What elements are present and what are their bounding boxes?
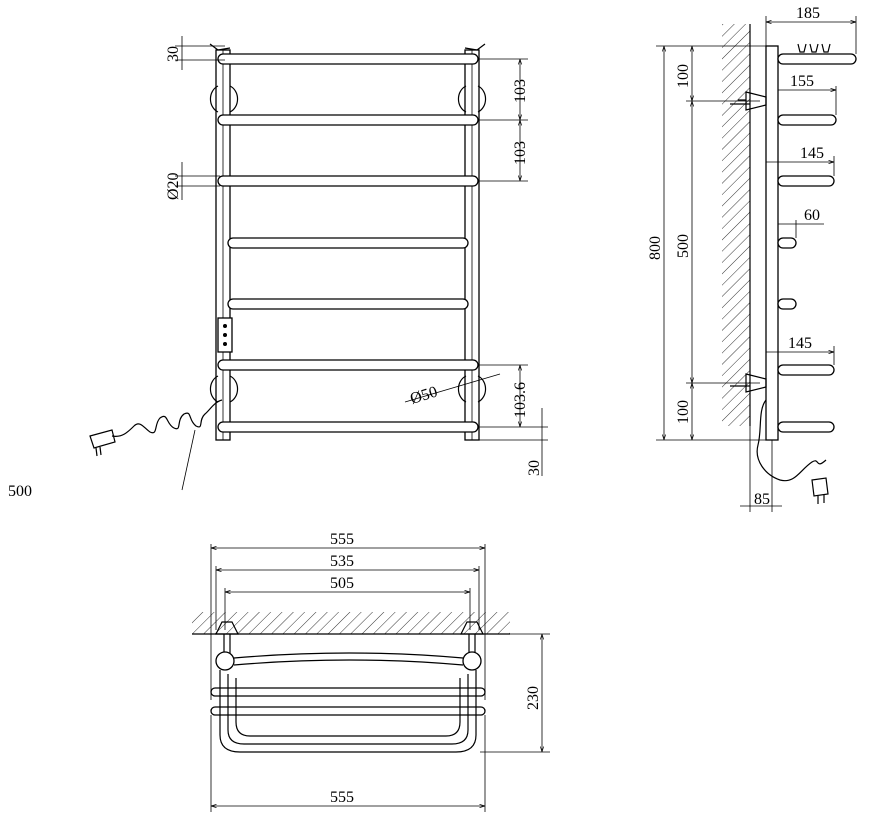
dim-wall-gap: 85: [754, 491, 770, 508]
dim-top-offset: 30: [165, 46, 182, 62]
dim-depth-top: 185: [796, 5, 820, 22]
top-tube-right: [462, 651, 482, 671]
top-loop-inner: [227, 674, 469, 745]
rung-7: [217, 421, 479, 433]
dim-bottom-offset: 30: [526, 460, 543, 476]
wall-hatching: [722, 24, 750, 426]
dim-depth-2: 155: [790, 73, 814, 90]
side-rung-3: [777, 175, 835, 187]
dim-total-height: 800: [647, 236, 664, 260]
top-tube-left: [215, 651, 235, 671]
dim-width-mid: 535: [330, 553, 354, 570]
wall-flanges: [209, 85, 487, 403]
front-view: 30 103 103 Ø20 Ø50 103.6 30 500: [8, 36, 548, 500]
dim-mount-width: 505: [330, 575, 354, 592]
side-rung-6: [777, 364, 835, 376]
power-cable: [111, 399, 223, 437]
rung-4: [227, 237, 469, 249]
top-mount-right: [460, 621, 484, 654]
top-teeth: [797, 43, 831, 53]
side-rung-1: [777, 53, 857, 65]
side-plug: [811, 477, 829, 497]
side-rung-7: [777, 421, 835, 433]
dim-flange-diameter: Ø50: [408, 384, 439, 408]
top-shelf-2: [210, 706, 486, 716]
top-hooks: [209, 43, 486, 51]
side-power-cable: [756, 399, 827, 482]
side-rung-4: [777, 237, 797, 249]
rung-6: [217, 359, 479, 371]
top-mount-left: [215, 621, 239, 654]
side-vertical-tube: [765, 45, 779, 441]
dim-depth-3: 145: [800, 145, 824, 162]
dim-cable-length: 500: [8, 483, 32, 500]
dim-width-bottom: 555: [330, 789, 354, 806]
side-rungs: [777, 53, 857, 433]
top-loop-outer: [219, 670, 477, 753]
cable-leader: [181, 429, 196, 491]
rung-5: [227, 298, 469, 310]
top-shelf-1: [210, 687, 486, 697]
dim-mount-spacing: 500: [675, 234, 692, 258]
plug: [89, 429, 116, 449]
dim-rung-spacing-1: 103: [512, 79, 529, 103]
top-back-bar: [233, 652, 464, 666]
dim-tube-diameter: Ø20: [165, 172, 182, 200]
dim-depth-4: 60: [804, 207, 820, 224]
dim-rung-spacing-bottom: 103.6: [512, 382, 529, 418]
rung-1: [217, 53, 479, 65]
dim-depth: 230: [525, 686, 542, 710]
mount-bracket-bottom: [730, 373, 767, 393]
rung-2: [217, 114, 479, 126]
dim-depth-5: 145: [788, 335, 812, 352]
dim-mount-top: 100: [675, 64, 692, 88]
rung-3: [217, 175, 479, 187]
mount-bracket-top: [730, 91, 767, 111]
dim-rung-spacing-2: 103: [512, 141, 529, 165]
top-loop-innermost: [235, 678, 461, 737]
front-rungs: [217, 53, 479, 433]
side-rung-2: [777, 114, 837, 126]
top-wall-hatching: [192, 612, 510, 634]
top-view: 555 535 505 230 555: [192, 531, 550, 812]
dim-mount-bottom: 100: [675, 400, 692, 424]
dim-width-outer: 555: [330, 531, 354, 548]
side-view: 185 155 145 60 145 800 100 500 100: [647, 5, 857, 512]
side-rung-5: [777, 298, 797, 310]
